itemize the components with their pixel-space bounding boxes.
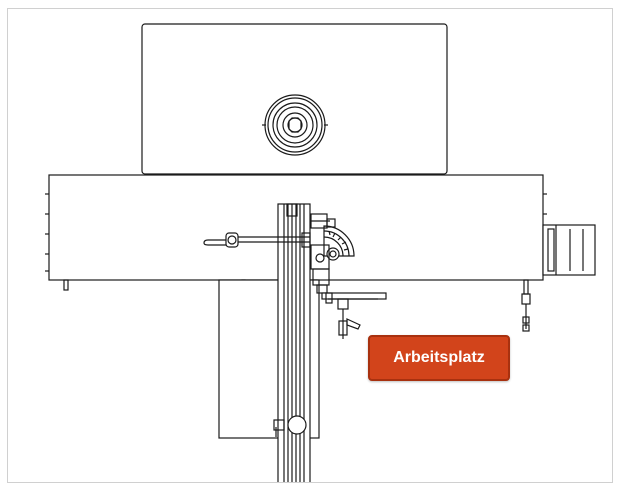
angle-gauge-assembly [310, 213, 355, 294]
top-cover-plate [141, 23, 448, 175]
diagram-frame: Arbeitsplatz [7, 8, 613, 483]
side-motor-box [542, 224, 596, 276]
workstation-button[interactable]: Arbeitsplatz [368, 335, 510, 381]
right-adjuster [521, 279, 531, 332]
spindle-disc [262, 94, 328, 156]
machine-top-view-drawing [45, 23, 596, 482]
horizontal-arm [203, 232, 311, 248]
lower-slide [321, 292, 387, 339]
vertical-rail [273, 203, 311, 482]
